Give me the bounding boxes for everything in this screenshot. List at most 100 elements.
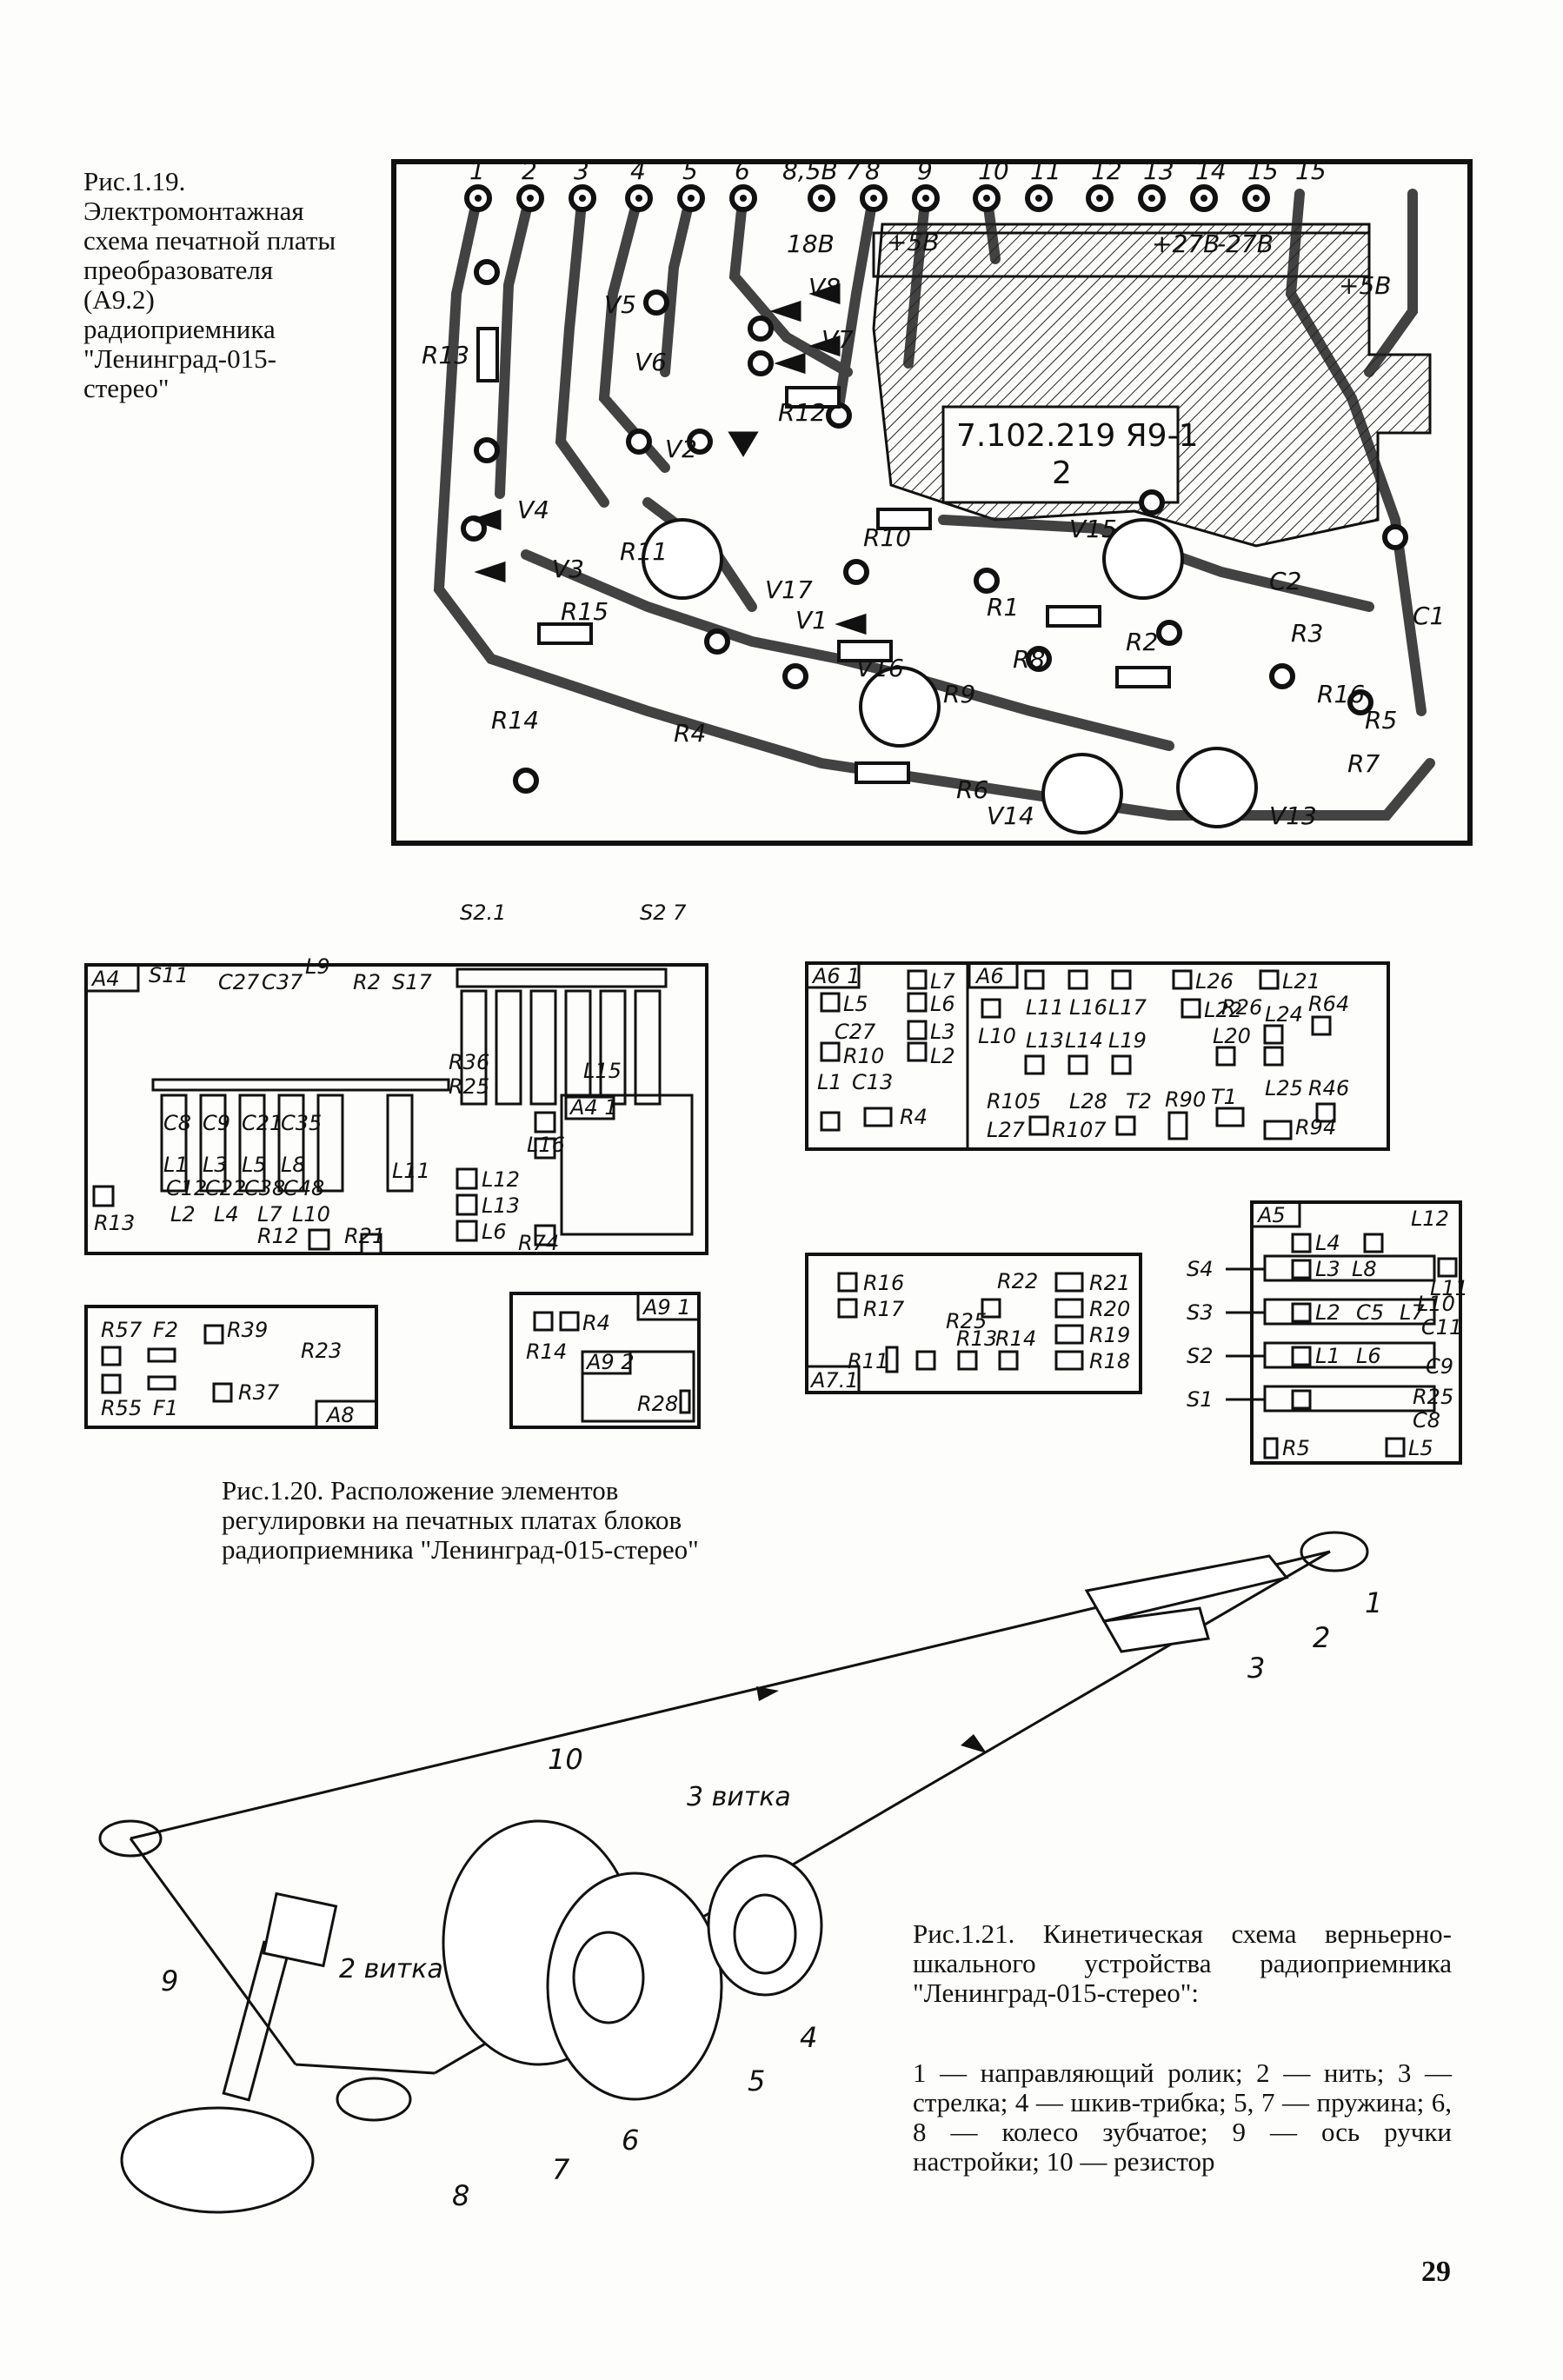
svg-text:L21: L21	[1282, 969, 1320, 994]
svg-text:L5: L5	[242, 1153, 267, 1177]
svg-text:L2: L2	[1315, 1300, 1340, 1325]
svg-text:R12: R12	[257, 1224, 298, 1248]
svg-text:L1: L1	[817, 1070, 842, 1094]
svg-text:R22: R22	[997, 1269, 1038, 1293]
svg-text:8: 8	[865, 156, 881, 185]
svg-text:L6: L6	[482, 1220, 507, 1244]
svg-text:C2: C2	[1269, 567, 1301, 595]
svg-text:R23: R23	[301, 1339, 342, 1363]
svg-text:V1: V1	[795, 606, 828, 635]
svg-text:8: 8	[452, 2179, 469, 2212]
svg-text:R3: R3	[1291, 619, 1323, 648]
svg-text:12: 12	[1091, 156, 1122, 185]
svg-text:+5В: +5В	[887, 228, 939, 256]
svg-text:F2: F2	[153, 1318, 178, 1342]
svg-text:А6: А6	[974, 964, 1004, 988]
svg-text:S11: S11	[149, 963, 189, 987]
svg-text:R14: R14	[491, 706, 539, 735]
svg-text:R37: R37	[238, 1380, 280, 1405]
fig19-pin-numbers: 1 2 3 4 5 6 8,5В 7 8 9 10 11 12 13 14 15	[469, 156, 1279, 185]
svg-text:А6 1: А6 1	[811, 964, 861, 988]
svg-text:L3: L3	[930, 1020, 955, 1044]
svg-text:6: 6	[735, 156, 750, 185]
fig20-board-a7: А7.1 R16 R22 R21 R17 R25 R20 R13 R14 R19…	[804, 1252, 1143, 1395]
svg-text:V3: V3	[552, 555, 584, 583]
svg-text:S1: S1	[1187, 1387, 1214, 1412]
svg-text:T2: T2	[1126, 1089, 1152, 1114]
svg-text:L2: L2	[170, 1202, 196, 1227]
svg-text:R39: R39	[227, 1318, 268, 1342]
svg-text:R2: R2	[353, 970, 381, 994]
svg-text:V16: V16	[856, 654, 904, 682]
svg-text:C22: C22	[205, 1176, 246, 1200]
svg-text:R36: R36	[449, 1050, 489, 1074]
svg-text:R64: R64	[1308, 992, 1349, 1016]
fig20-board-a4: А4 S2.1 S2 7 S11 C27 C37 L9 R2	[83, 895, 709, 1256]
svg-text:5: 5	[682, 156, 698, 185]
svg-text:L1: L1	[163, 1153, 189, 1177]
svg-text:L14: L14	[1065, 1028, 1103, 1053]
fig19-board-code-2: 2	[1052, 455, 1072, 491]
svg-text:V6: V6	[635, 348, 667, 376]
svg-text:L11: L11	[392, 1159, 430, 1183]
svg-text:R8: R8	[1013, 645, 1045, 674]
svg-text:9: 9	[917, 156, 933, 185]
svg-text:L6: L6	[1356, 1344, 1381, 1368]
svg-text:R1: R1	[987, 593, 1019, 622]
fig21-turns3-label: 3 витка	[687, 1782, 791, 1812]
svg-text:11: 11	[1030, 156, 1061, 185]
svg-text:S17: S17	[392, 970, 433, 994]
svg-text:L11: L11	[1430, 1276, 1465, 1300]
svg-text:L7: L7	[930, 969, 955, 994]
fig20-caption: Рис.1.20. Расположение элементов регулир…	[222, 1475, 699, 1565]
svg-text:+5В: +5В	[1339, 271, 1391, 300]
svg-text:R25: R25	[1413, 1385, 1453, 1409]
svg-text:R2: R2	[1126, 628, 1158, 656]
svg-text:А5: А5	[1256, 1203, 1286, 1227]
svg-text:R4: R4	[900, 1105, 928, 1129]
svg-text:R14: R14	[995, 1326, 1036, 1351]
fig21-turns2-label: 2 витка	[339, 1954, 443, 1984]
svg-text:R94: R94	[1295, 1115, 1336, 1140]
svg-text:2: 2	[522, 156, 537, 185]
fig19-pin-pads	[461, 184, 1408, 794]
svg-text:8,5В 7: 8,5В 7	[782, 156, 861, 185]
svg-text:А9 2: А9 2	[585, 1350, 635, 1374]
svg-text:V2: V2	[665, 435, 697, 463]
svg-text:R15: R15	[561, 597, 609, 626]
svg-text:2: 2	[1313, 1621, 1330, 1654]
svg-text:R5: R5	[1365, 706, 1397, 735]
svg-text:L12: L12	[482, 1167, 520, 1192]
svg-text:А8: А8	[325, 1403, 355, 1427]
svg-text:L8: L8	[1352, 1257, 1377, 1281]
svg-text:R16: R16	[1317, 680, 1365, 708]
svg-text:R7: R7	[1347, 749, 1380, 778]
svg-text:А4 1: А4 1	[569, 1095, 618, 1120]
fig21-legend: 1 — направляющий ролик; 2 — нить; 3 — ст…	[913, 2058, 1452, 2177]
svg-text:S2.1: S2.1	[460, 901, 506, 925]
svg-text:C37: C37	[262, 970, 303, 994]
fig21-kinematic-diagram: 3 витка 2 витка 1 2 3 4 5 6 7 8 9 10	[78, 1526, 1452, 2264]
svg-text:R12: R12	[778, 398, 826, 427]
svg-text:C1: C1	[1413, 602, 1445, 630]
svg-text:10: 10	[548, 1743, 583, 1776]
svg-text:S2: S2	[1187, 1344, 1214, 1368]
svg-text:1: 1	[1365, 1586, 1382, 1619]
page-number: 29	[1421, 2256, 1451, 2288]
svg-text:L13: L13	[1026, 1028, 1064, 1053]
svg-text:C21: C21	[242, 1111, 283, 1135]
svg-text:R90: R90	[1165, 1087, 1206, 1112]
svg-text:R17: R17	[863, 1297, 905, 1321]
svg-text:R21: R21	[344, 1224, 385, 1248]
svg-text:18В: 18В	[787, 229, 835, 258]
svg-text:L26: L26	[1195, 969, 1234, 994]
svg-text:R55: R55	[101, 1396, 142, 1420]
svg-text:А9 1: А9 1	[642, 1295, 691, 1320]
svg-text:L17: L17	[1108, 995, 1147, 1020]
svg-text:L9: L9	[305, 954, 330, 979]
svg-text:7: 7	[552, 2153, 570, 2186]
fig21-caption-title: Рис.1.21. Кинетическая схема верньерно-ш…	[913, 1918, 1452, 2008]
svg-text:3: 3	[1247, 1652, 1265, 1685]
svg-text:L13: L13	[482, 1193, 520, 1218]
svg-text:R25: R25	[449, 1074, 489, 1099]
